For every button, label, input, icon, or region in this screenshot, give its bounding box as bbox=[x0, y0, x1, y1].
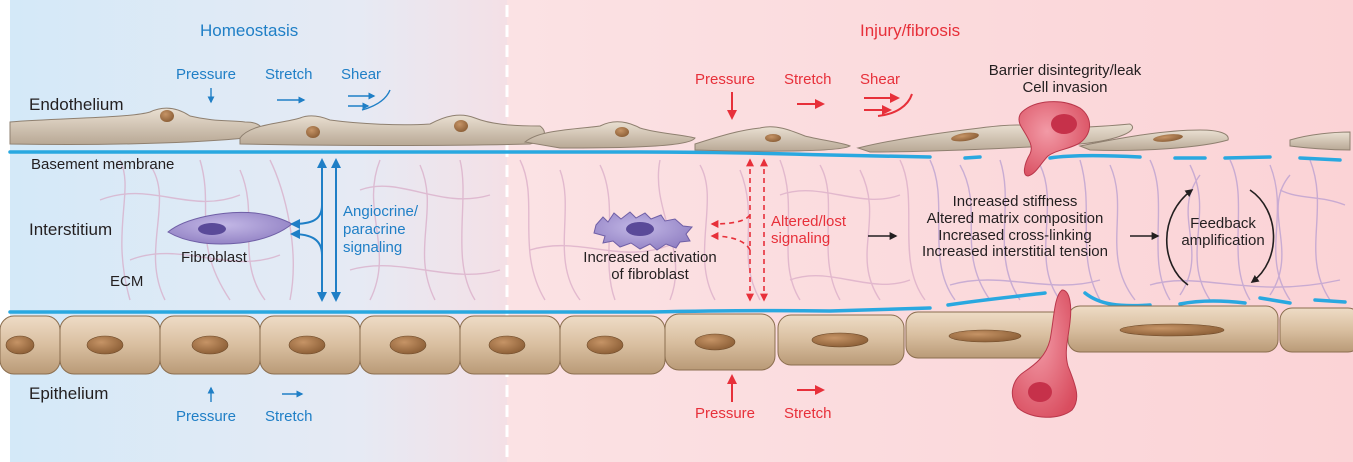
homeo-top-stretch: Stretch bbox=[265, 67, 313, 84]
ecm-label: ECM bbox=[110, 274, 143, 291]
homeo-bottom-pressure: Pressure bbox=[176, 409, 236, 426]
injury-signaling-line-2: signaling bbox=[771, 231, 846, 248]
homeo-top-pressure: Pressure bbox=[176, 67, 236, 84]
barrier-line-1: Barrier disintegrity/leak bbox=[955, 63, 1175, 80]
injury-signaling-label: Altered/lost signaling bbox=[771, 214, 846, 248]
matrix-change-3: Increased cross-linking bbox=[895, 228, 1135, 245]
barrier-line-2: Cell invasion bbox=[955, 80, 1175, 97]
fibroblast-label: Fibroblast bbox=[181, 250, 247, 267]
injury-title: Injury/fibrosis bbox=[860, 21, 960, 40]
homeo-bottom-stretch: Stretch bbox=[265, 409, 313, 426]
injury-bottom-stretch: Stretch bbox=[784, 406, 832, 423]
matrix-changes-label: Increased stiffness Altered matrix compo… bbox=[895, 194, 1135, 261]
injury-top-shear: Shear bbox=[860, 72, 900, 89]
homeo-signaling-line-3: signaling bbox=[343, 240, 402, 257]
feedback-line-1: Feedback bbox=[1168, 216, 1278, 233]
injury-top-stretch: Stretch bbox=[784, 72, 832, 89]
feedback-label: Feedback amplification bbox=[1168, 216, 1278, 250]
barrier-label: Barrier disintegrity/leak Cell invasion bbox=[955, 63, 1175, 97]
matrix-change-4: Increased interstitial tension bbox=[895, 244, 1135, 261]
activated-fibroblast-line-2: of fibroblast bbox=[555, 267, 745, 284]
activated-fibroblast-label: Increased activation of fibroblast bbox=[555, 250, 745, 284]
matrix-change-2: Altered matrix composition bbox=[895, 211, 1135, 228]
feedback-line-2: amplification bbox=[1168, 233, 1278, 250]
homeo-signaling-line-1: Angiocrine/ bbox=[343, 204, 418, 221]
endothelium-label: Endothelium bbox=[29, 95, 124, 114]
homeostasis-title: Homeostasis bbox=[200, 21, 298, 40]
homeo-signaling-line-2: paracrine bbox=[343, 222, 406, 239]
injury-signaling-line-1: Altered/lost bbox=[771, 214, 846, 231]
injury-top-pressure: Pressure bbox=[695, 72, 755, 89]
epithelium-label: Epithelium bbox=[29, 384, 108, 403]
homeo-top-shear: Shear bbox=[341, 67, 381, 84]
basement-membrane-label: Basement membrane bbox=[31, 157, 174, 174]
interstitium-label: Interstitium bbox=[29, 220, 112, 239]
injury-bottom-pressure: Pressure bbox=[695, 406, 755, 423]
matrix-change-1: Increased stiffness bbox=[895, 194, 1135, 211]
activated-fibroblast-line-1: Increased activation bbox=[555, 250, 745, 267]
